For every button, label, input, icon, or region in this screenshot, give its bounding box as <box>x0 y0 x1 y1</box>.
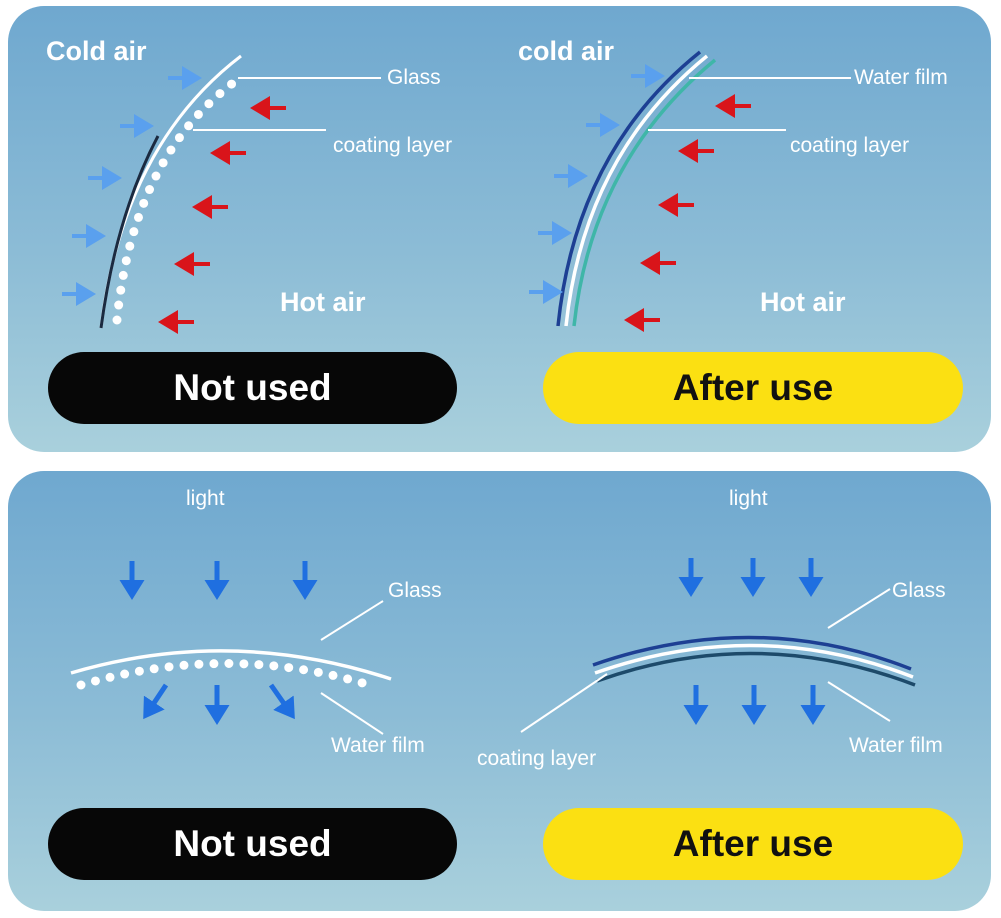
not-used-badge: Not used <box>48 352 457 424</box>
light-arrow <box>268 683 295 720</box>
left-light-arrows-in <box>119 561 318 600</box>
top-comparison-panel: Cold air Glass coating layer Hot air col… <box>8 6 991 452</box>
right-glass-white-line <box>594 643 914 679</box>
coating-pointer-line <box>520 673 608 733</box>
left-glass-shadow <box>99 135 160 329</box>
right-coating-line <box>572 58 717 327</box>
right-coating-line <box>596 651 916 687</box>
light-label: light <box>729 487 768 510</box>
glass-pointer-line <box>320 600 384 641</box>
right-glass-dark-line <box>592 635 912 671</box>
left-glass-group <box>99 54 242 329</box>
left-glass-arc <box>70 649 392 681</box>
left-water-droplets <box>112 75 242 325</box>
glass-label: Glass <box>387 66 441 89</box>
bottom-comparison-panel: light Glass Water film light Glass Water… <box>8 471 991 911</box>
coating-layer-label: coating layer <box>333 134 453 157</box>
cold-air-label: cold air <box>518 36 615 66</box>
light-arrow <box>143 683 169 720</box>
right-cold-arrows <box>529 64 665 304</box>
not-used-badge: Not used <box>48 808 457 880</box>
hot-air-label: Hot air <box>280 287 366 317</box>
bottom-diagram-svg <box>70 558 916 735</box>
light-label: light <box>186 487 225 510</box>
right-glass-group <box>592 635 916 687</box>
after-use-badge: After use <box>543 808 963 880</box>
left-water-droplets <box>76 659 381 692</box>
glass-label: Glass <box>892 579 946 602</box>
after-use-badge: After use <box>543 352 963 424</box>
water-film-label: Water film <box>854 66 948 89</box>
water-film-label: Water film <box>849 734 943 757</box>
coating-layer-label: coating layer <box>477 747 597 770</box>
hot-air-label: Hot air <box>760 287 846 317</box>
coating-layer-label: coating layer <box>790 134 910 157</box>
right-glass-group <box>556 50 717 327</box>
glass-label: Glass <box>388 579 442 602</box>
right-glass-dark-line <box>556 50 702 327</box>
right-hot-arrows <box>624 94 751 332</box>
left-cold-arrows <box>62 66 202 306</box>
glass-pointer-line <box>827 588 891 629</box>
right-light-arrows-out <box>683 685 826 725</box>
top-diagram-svg <box>62 50 851 334</box>
right-glass-white-line <box>564 54 709 327</box>
right-light-arrows-in <box>678 558 824 597</box>
water-pointer-line <box>320 692 384 735</box>
water-film-label: Water film <box>331 734 425 757</box>
left-hot-arrows <box>158 96 286 334</box>
left-scattered-light-arrows <box>143 683 295 725</box>
cold-air-label: Cold air <box>46 36 147 66</box>
water-pointer-line <box>827 681 891 722</box>
